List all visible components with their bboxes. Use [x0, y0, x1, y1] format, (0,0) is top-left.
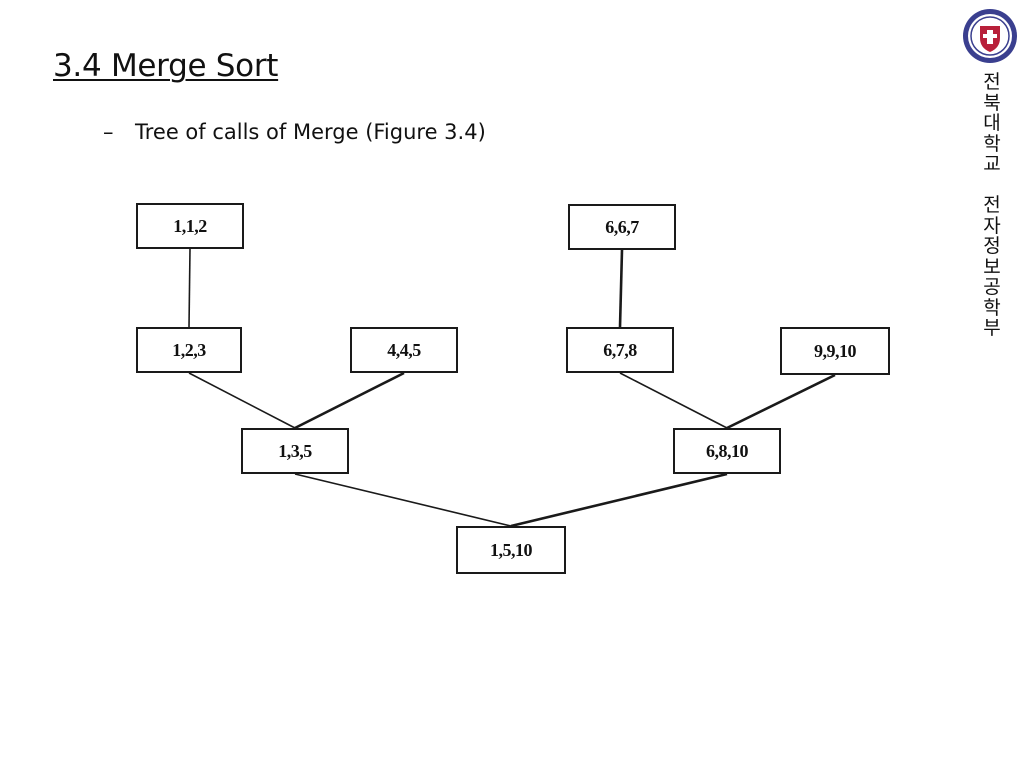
tree-edge-n678-n6810	[619, 372, 728, 429]
sidebar-vertical-text: 전 북 대 학 교 전 자 정 보 공 학 부	[983, 71, 1001, 339]
tree-node-n112: 1,1,2	[136, 203, 244, 249]
tree-edge-n667-n678	[618, 249, 624, 328]
tree-node-n135: 1,3,5	[241, 428, 349, 474]
tree-edge-n91010-n6810	[726, 373, 836, 430]
merge-call-tree: 1,1,2 6,6,7 1,2,3 4,4,5 6,7,8 9,9,10 1,3…	[128, 186, 898, 586]
tree-edge-n135-n1510	[294, 473, 512, 527]
tree-node-n1510: 1,5,10	[456, 526, 566, 574]
tree-node-n91010: 9,9,10	[780, 327, 890, 375]
tree-node-n667: 6,6,7	[568, 204, 676, 250]
tree-edge-n123-n135	[188, 372, 296, 429]
tree-node-n123: 1,2,3	[136, 327, 242, 373]
slide-title: 3.4 Merge Sort	[53, 48, 279, 84]
bullet-point: –Tree of calls of Merge (Figure 3.4)	[103, 120, 486, 144]
tree-edge-n6810-n1510	[510, 472, 728, 528]
bullet-text: Tree of calls of Merge (Figure 3.4)	[135, 120, 486, 144]
tree-node-n6810: 6,8,10	[673, 428, 781, 474]
tree-node-n445: 4,4,5	[350, 327, 458, 373]
bullet-marker: –	[103, 120, 114, 144]
tree-edge-n445-n135	[294, 371, 405, 430]
tree-node-n678: 6,7,8	[566, 327, 674, 373]
university-seal-icon	[963, 9, 1017, 63]
tree-edges	[188, 248, 836, 528]
tree-edge-n112-n123	[188, 248, 191, 328]
